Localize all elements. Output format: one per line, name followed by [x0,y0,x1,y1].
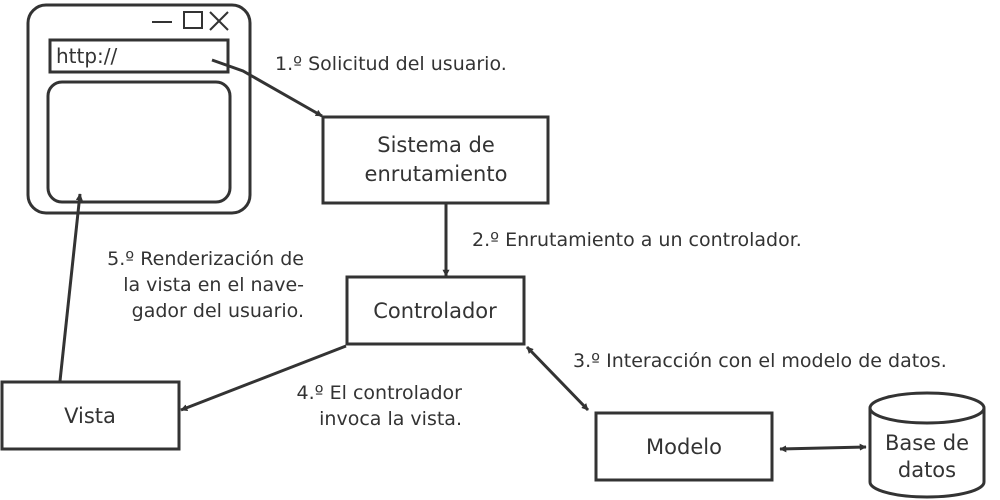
routing-system-label-line: Sistema de [377,133,495,157]
model-label-line: Modelo [646,435,722,459]
step-2-label: 2.º Enrutamiento a un controlador. [472,229,802,251]
step-2-label-line: 2.º Enrutamiento a un controlador. [472,229,802,251]
controller-label: Controlador [373,299,497,323]
arrow-controller-to-view [180,344,347,412]
view-box [0,380,181,451]
browser-window: http:// [26,3,252,215]
database-cylinder [868,391,986,499]
step-5-label-line: 5.º Renderización de [107,248,304,270]
step-1-label-line: 1.º Solicitud del usuario. [275,53,507,75]
arrow-model-database [779,443,867,453]
arrow-view-to-browser [58,193,83,382]
routing-system-box [321,115,550,205]
arrow-request [211,58,323,118]
step-1-label: 1.º Solicitud del usuario. [275,53,507,75]
database-label-line: Base de [885,431,969,455]
step-3-label-line: 3.º Interacción con el modelo de datos. [573,350,947,372]
address-bar [48,38,230,74]
database-label: Base de datos [885,431,969,482]
step-5-label: 5.º Renderización de la vista en el nave-… [107,248,304,322]
address-bar-url: http:// [56,44,118,68]
view-label-line: Vista [64,404,116,428]
arrow-controller-model [525,345,590,412]
step-5-label-line: gador del usuario. [132,300,304,322]
step-4-label: 4.º El controlador invoca la vista. [297,382,463,430]
step-3-label: 3.º Interacción con el modelo de datos. [573,350,947,372]
browser-content-area [46,80,232,204]
maximize-icon [183,11,203,29]
close-icon [209,11,229,31]
view-label: Vista [64,404,116,428]
step-4-label-line: invoca la vista. [319,408,462,430]
controller-label-line: Controlador [373,299,497,323]
database-label-line: datos [898,458,956,482]
routing-system-label: Sistema de enrutamiento [365,133,508,186]
model-box [594,411,774,482]
controller-box [345,275,526,346]
model-label: Modelo [646,435,722,459]
step-5-label-line: la vista en el nave- [123,274,304,296]
step-4-label-line: 4.º El controlador [297,382,463,404]
routing-system-label-line: enrutamiento [365,162,508,186]
